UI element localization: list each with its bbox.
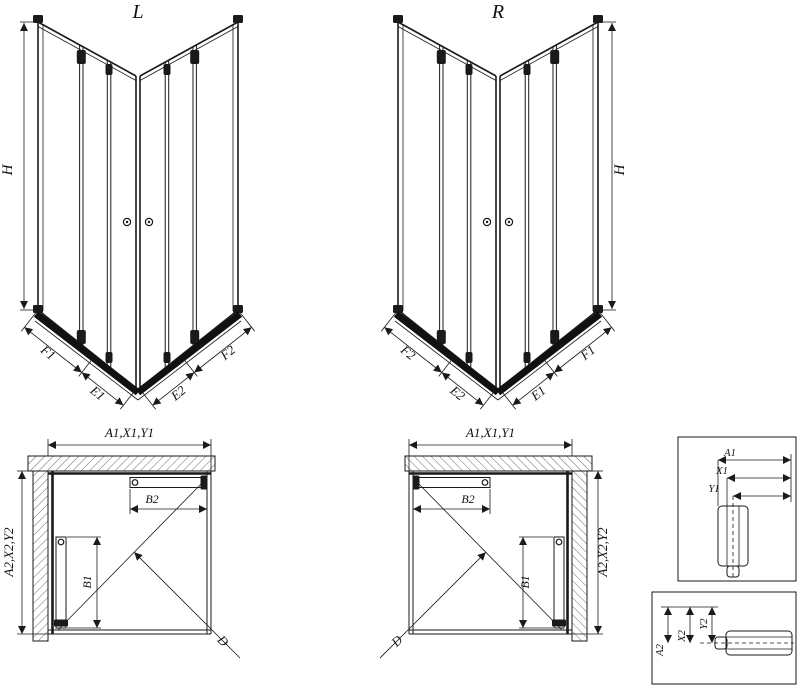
detail-dim-a1: A1 bbox=[723, 448, 736, 459]
detail-box-depth: A2 X2 Y2 bbox=[651, 591, 797, 685]
wall-profile-section bbox=[700, 630, 794, 656]
iso-view-right: R H F2 E2 E1 F1 bbox=[381, 1, 628, 409]
height-dim-label: H bbox=[612, 163, 628, 176]
height-dim-label: H bbox=[0, 163, 16, 176]
plan-geometry-right bbox=[380, 439, 603, 658]
detail-dim-y1: Y1 bbox=[708, 484, 719, 495]
plan-geometry-left bbox=[17, 439, 240, 658]
detail-dim-x2: X2 bbox=[677, 629, 688, 642]
door-depth-dim-label: B1 bbox=[518, 575, 532, 588]
door-width-dim-label: B2 bbox=[145, 492, 158, 506]
detail-width-dimensions bbox=[717, 454, 792, 506]
detail-frame bbox=[677, 436, 797, 582]
wall-profile-section bbox=[717, 496, 749, 578]
detail-dim-y2: Y2 bbox=[699, 618, 710, 630]
segment-label-e1: E1 bbox=[527, 383, 548, 404]
variant-label-right: R bbox=[491, 1, 504, 23]
detail-frame bbox=[651, 591, 797, 685]
segment-label-e2: E2 bbox=[167, 382, 189, 404]
detail-dim-x1: X1 bbox=[715, 466, 728, 477]
door-width-dim-label: B2 bbox=[461, 492, 474, 506]
iso-view-left: L H F1 E1 E2 F2 bbox=[0, 1, 255, 409]
detail-depth-dimensions bbox=[661, 606, 718, 643]
segment-label-e1: E1 bbox=[87, 382, 108, 403]
width-dim-label: A1,X1,Y1 bbox=[465, 425, 515, 440]
segment-label-e2: E2 bbox=[447, 382, 469, 404]
detail-dim-a2: A2 bbox=[655, 643, 666, 656]
plan-view-left: A1,X1,Y1 B2 A2,X2,Y2 B1 D bbox=[1, 425, 240, 658]
variant-label-left: L bbox=[131, 1, 143, 23]
segment-label-f1: F1 bbox=[37, 341, 58, 362]
segment-label-f1: F1 bbox=[577, 342, 598, 363]
segment-label-f2: F2 bbox=[217, 342, 239, 364]
detail-box-width: A1 X1 Y1 bbox=[677, 436, 797, 582]
depth-dim-label: A2,X2,Y2 bbox=[595, 527, 610, 578]
width-dim-label: A1,X1,Y1 bbox=[104, 425, 154, 440]
depth-dim-label: A2,X2,Y2 bbox=[1, 527, 16, 578]
plan-view-right: A1,X1,Y1 B2 A2,X2,Y2 B1 D bbox=[380, 425, 610, 658]
door-depth-dim-label: B1 bbox=[80, 575, 94, 588]
segment-label-f2: F2 bbox=[397, 341, 419, 363]
